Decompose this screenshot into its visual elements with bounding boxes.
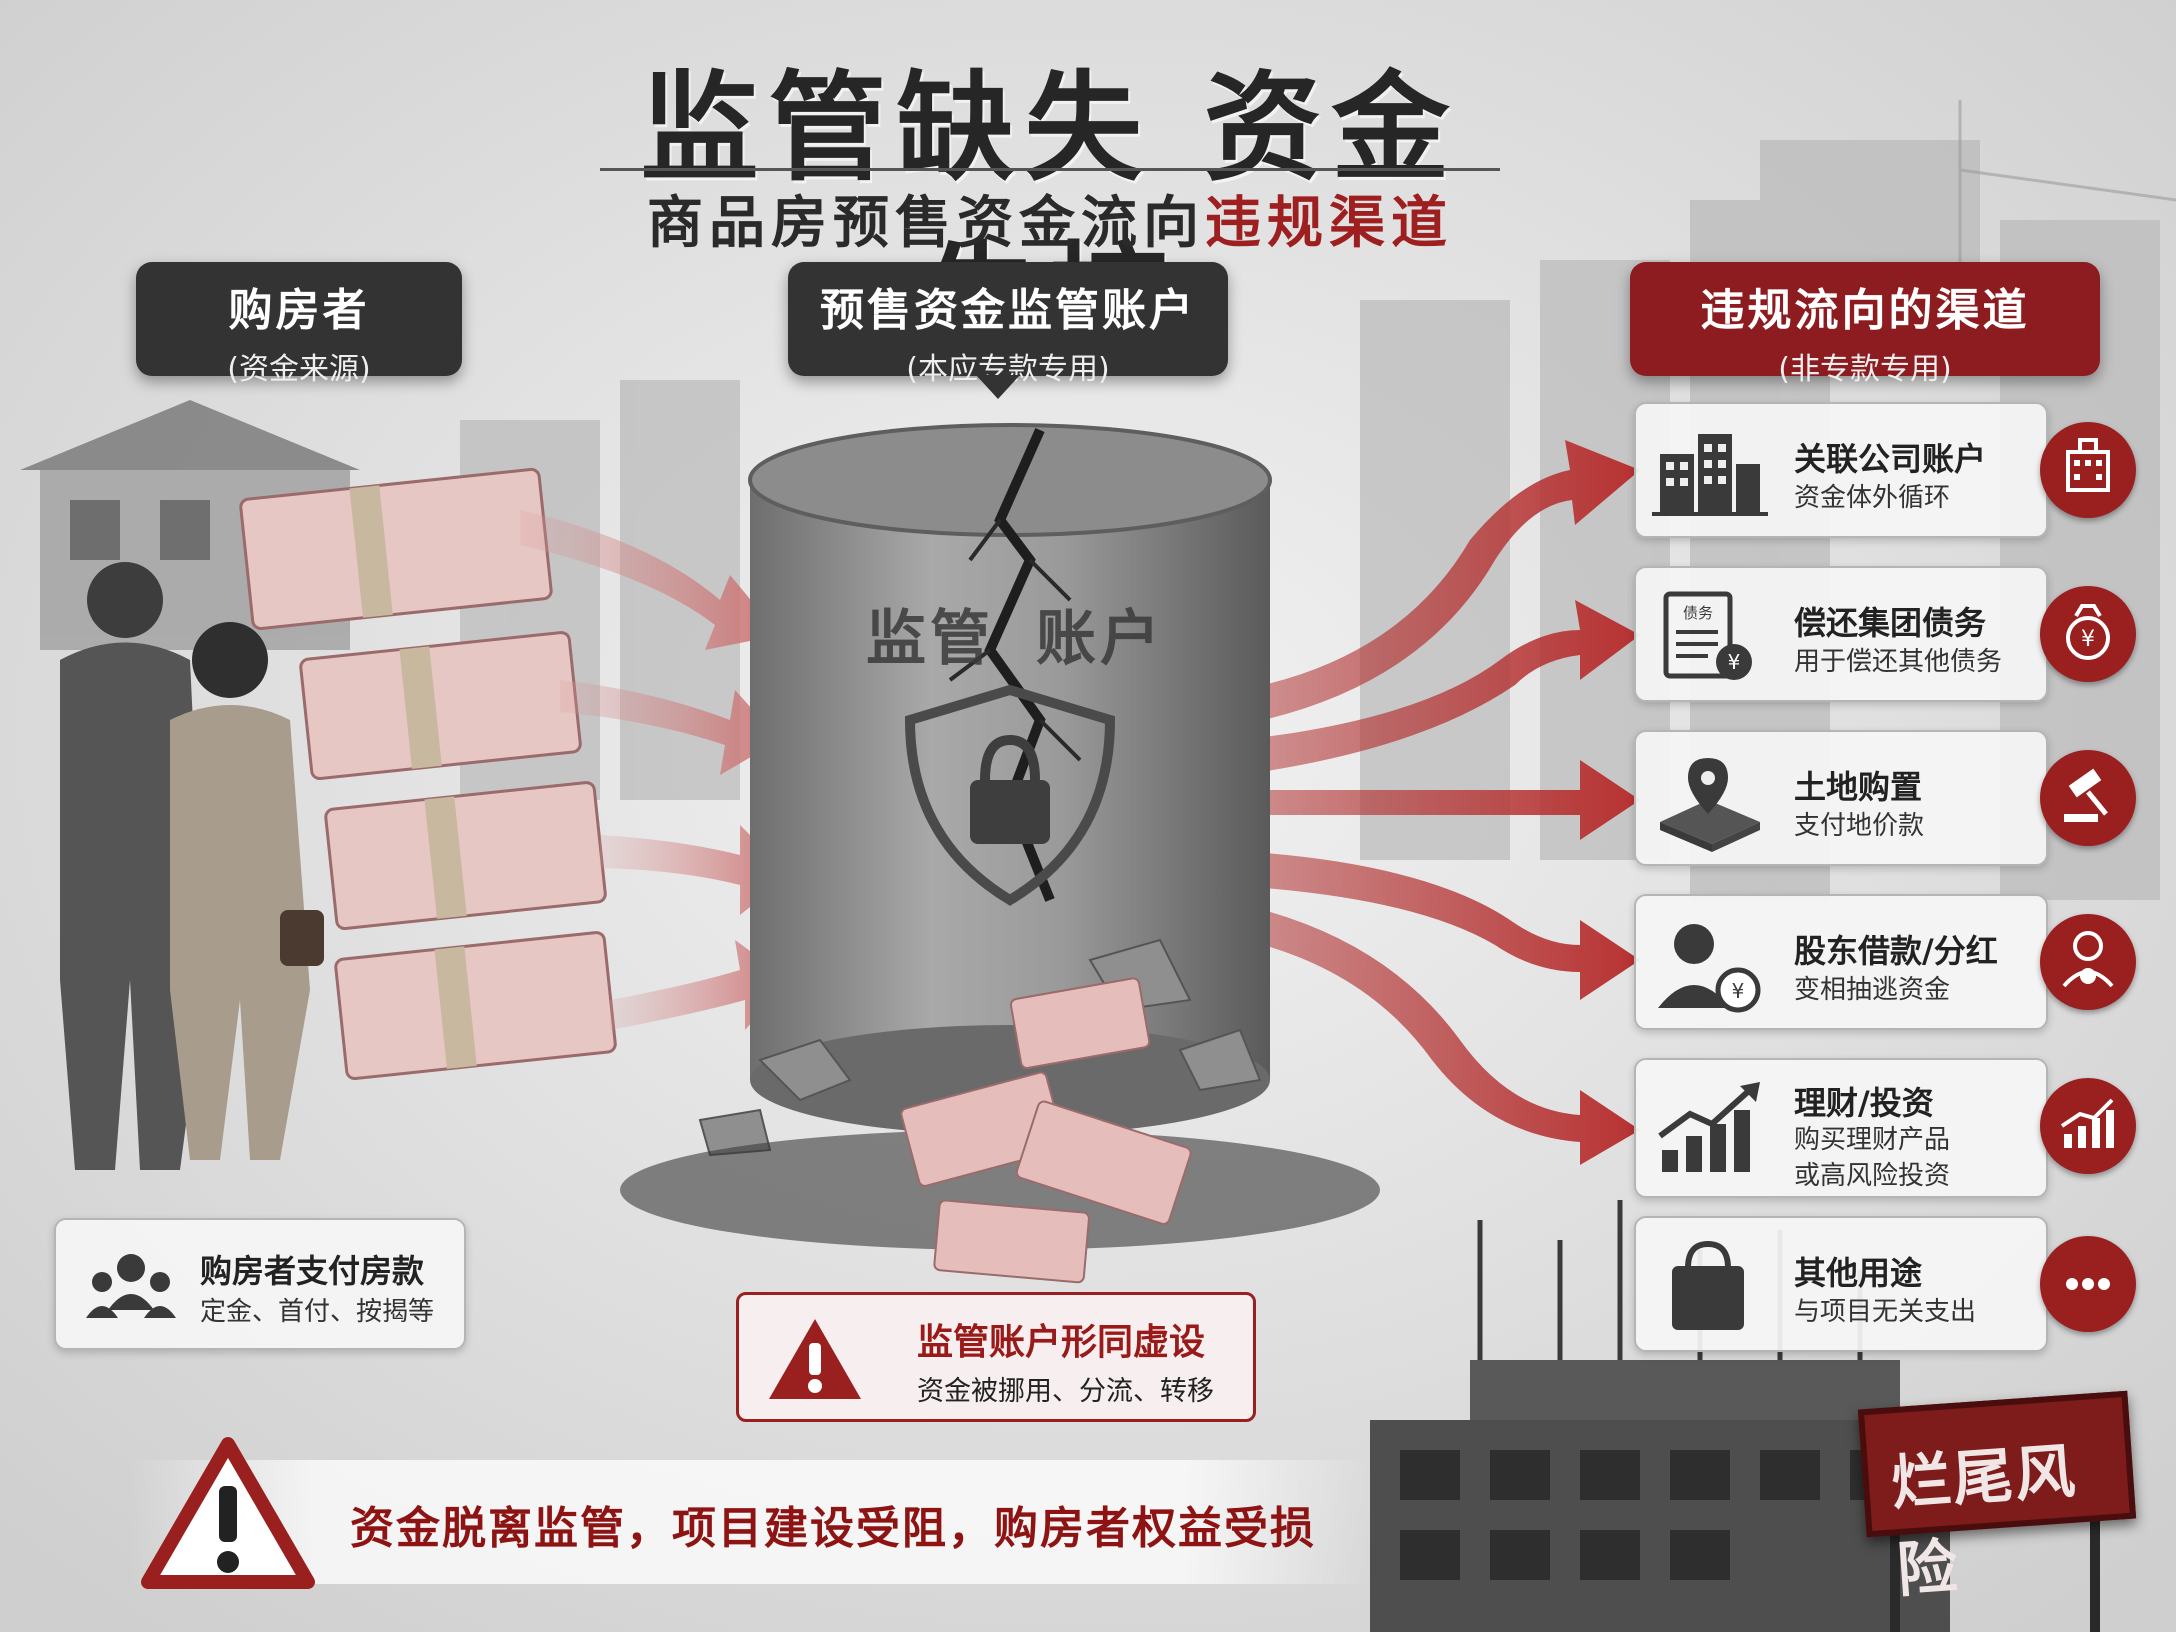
channel-sub-line2: 或高风险投资 — [1794, 1161, 1951, 1191]
money-bag-currency: ¥ — [2081, 627, 2095, 652]
account-warning: 监管账户形同虚设 资金被挪用、分流、转移 — [736, 1292, 1256, 1422]
channel-sub: 资金体外循环 — [1794, 480, 1950, 516]
growth-chart-icon — [2040, 1078, 2136, 1174]
channel-card: 关联公司账户 资金体外循环 — [1634, 402, 2048, 538]
account-label: 预售资金监管账户 (本应专款专用) — [788, 262, 1228, 387]
payment-card-sub: 定金、首付、按揭等 — [200, 1297, 435, 1327]
money-stacks — [239, 467, 617, 1081]
channel-sub: 支付地价款 — [1794, 808, 1924, 844]
channel-card: 其他用途 与项目无关支出 — [1634, 1216, 2048, 1352]
shareholder-currency: ¥ — [1732, 979, 1745, 1003]
vault-text-left: 监管 — [866, 604, 994, 674]
buyer-couple — [60, 562, 324, 1170]
office-buildings-icon — [1652, 434, 1768, 516]
channels-header-title: 违规流向的渠道 — [1700, 285, 2030, 336]
channel-title: 土地购置 — [1794, 768, 1923, 806]
channels-header: 违规流向的渠道 (非专款专用) — [1630, 262, 2100, 387]
channel-card: 土地购置 支付地价款 — [1634, 730, 2048, 866]
family-icon — [86, 1254, 176, 1318]
subtitle: 商品房预售资金流向违规渠道 — [600, 178, 1500, 259]
debt-document-label: 债务 — [1683, 604, 1713, 622]
channel-card: 理财/投资 购买理财产品或高风险投资 — [1634, 1058, 2048, 1198]
risk-sign: 烂尾风险 — [1857, 1390, 2137, 1606]
account-warning-title: 监管账户形同虚设 — [917, 1322, 1206, 1363]
bottom-warning-text: 资金脱离监管，项目建设受阻，购房者权益受损 — [350, 1503, 1316, 1554]
channel-sub: 购买理财产品或高风险投资 — [1794, 1122, 1950, 1194]
channel-title: 其他用途 — [1794, 1254, 1923, 1292]
account-label-title: 预售资金监管账户 — [820, 285, 1196, 336]
subtitle-main: 商品房预售资金流向 — [647, 191, 1205, 256]
channel-sub-line1: 资金体外循环 — [1794, 483, 1951, 513]
payment-card: 购房者支付房款 定金、首付、按揭等 — [54, 1218, 466, 1350]
bottom-banner — [130, 1460, 1370, 1584]
auction-gavel-icon — [2040, 750, 2136, 846]
channel-sub-line1: 变相抽逃资金 — [1794, 975, 1951, 1005]
channel-sub: 与项目无关支出 — [1794, 1294, 1976, 1330]
more-dots-icon — [2040, 1236, 2136, 1332]
channel-sub-line1: 用于偿还其他债务 — [1794, 647, 2003, 677]
channel-card: ¥ 债务 偿还集团债务 用于偿还其他债务 — [1634, 566, 2048, 702]
channel-card: ¥ 股东借款/分红 变相抽逃资金 — [1634, 894, 2048, 1030]
channels-header-sub: (非专款专用) — [1778, 352, 1952, 387]
channel-title: 理财/投资 — [1794, 1084, 1934, 1122]
account-label-pointer — [976, 375, 1020, 399]
buyers-label: 购房者 (资金来源) — [136, 262, 462, 387]
payment-card-title: 购房者支付房款 — [200, 1252, 425, 1290]
subtitle-highlight: 违规渠道 — [1205, 191, 1453, 256]
investment-chart-icon — [1658, 1082, 1760, 1172]
unfinished-building — [1370, 1200, 2100, 1632]
risk-sign-text: 烂尾风险 — [1888, 1436, 2080, 1607]
channel-title: 偿还集团债务 — [1794, 604, 1987, 642]
channel-sub-line1: 支付地价款 — [1794, 811, 1925, 841]
building-icon — [2040, 422, 2136, 518]
vault-text-right: 账户 — [1036, 604, 1164, 674]
debt-document-currency: ¥ — [1728, 650, 1741, 674]
channel-title: 股东借款/分红 — [1794, 932, 1998, 970]
channel-sub-line1: 与项目无关支出 — [1794, 1297, 1977, 1327]
debt-document-icon: ¥ 债务 — [1663, 591, 1752, 680]
channel-sub: 用于偿还其他债务 — [1794, 644, 2002, 680]
buyers-label-title: 购房者 — [228, 285, 370, 336]
shareholder-icon: ¥ — [1658, 924, 1761, 1013]
warning-icon — [769, 1319, 861, 1399]
channel-sub-line1: 购买理财产品 — [1794, 1125, 1951, 1155]
channel-sub: 变相抽逃资金 — [1794, 972, 1950, 1008]
large-warning-icon — [141, 1437, 315, 1589]
person-money-icon — [2040, 914, 2136, 1010]
shopping-bag-icon — [1672, 1240, 1744, 1330]
channel-title: 关联公司账户 — [1794, 440, 1987, 478]
land-pin-icon — [1660, 758, 1760, 852]
account-warning-sub: 资金被挪用、分流、转移 — [917, 1376, 1214, 1407]
buyers-label-sub: (资金来源) — [227, 352, 371, 387]
regulated-account-vault — [620, 423, 1380, 1284]
money-bag-icon: ¥ — [2040, 586, 2136, 682]
title-divider — [600, 168, 1500, 171]
